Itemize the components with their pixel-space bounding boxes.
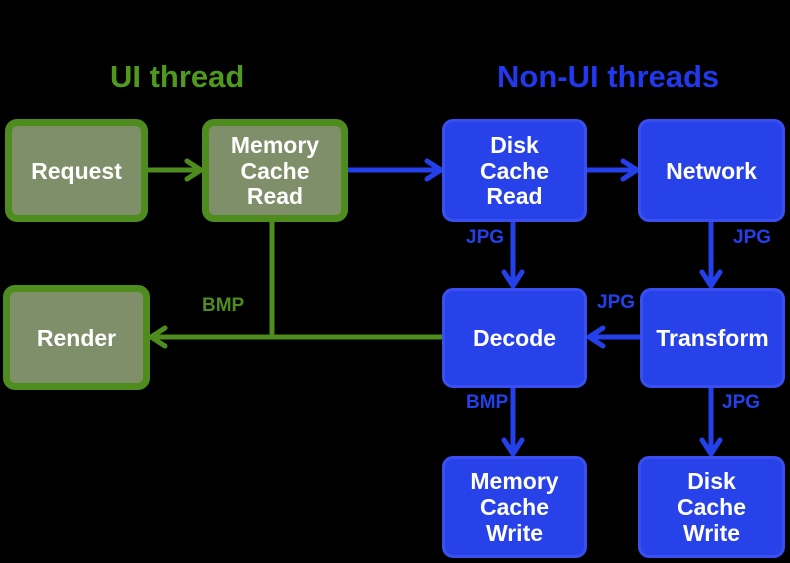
edge-label-jpg-transform-diskcachewrite: JPG	[722, 392, 761, 413]
node-transform: Transform	[640, 288, 785, 388]
edge-label-jpg-network-transform: JPG	[733, 227, 772, 248]
node-disk-cache-read: Disk Cache Read	[442, 119, 587, 222]
node-disk-cache-write: Disk Cache Write	[638, 456, 785, 558]
node-memory-cache-write: Memory Cache Write	[442, 456, 587, 558]
edge-label-jpg-transform-decode: JPG	[597, 292, 636, 313]
edge-label-jpg-diskcacheread-decode: JPG	[466, 227, 505, 248]
edge-label-bmp-decode-render: BMP	[202, 295, 245, 316]
node-request: Request	[5, 119, 148, 222]
node-render: Render	[3, 285, 150, 390]
node-network: Network	[638, 119, 785, 222]
node-decode: Decode	[442, 288, 587, 388]
node-memory-cache-read: Memory Cache Read	[202, 119, 348, 222]
ui-thread-title: UI thread	[110, 59, 245, 94]
non-ui-threads-title: Non-UI threads	[497, 59, 720, 94]
edge-label-bmp-decode-memorycachewrite: BMP	[466, 392, 509, 413]
